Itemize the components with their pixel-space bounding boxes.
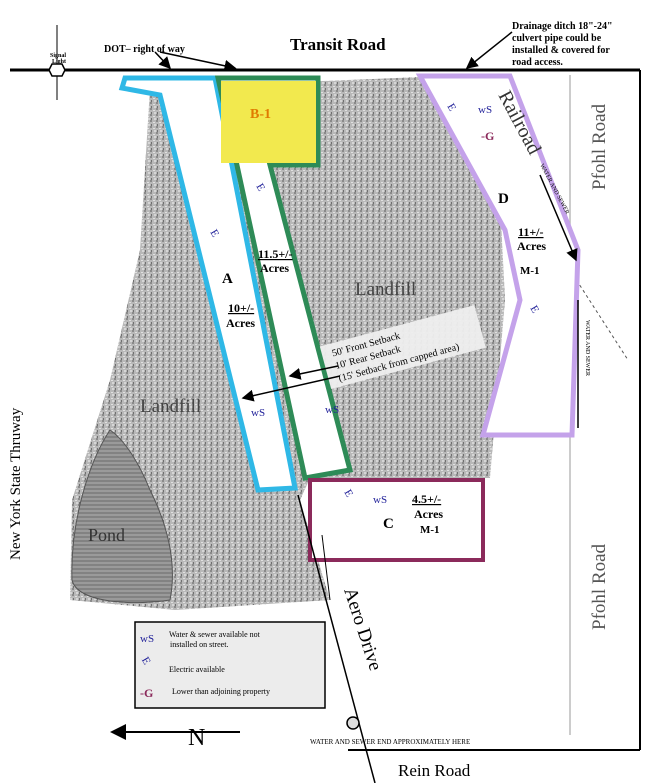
- pfohl-road-label: Pfohl Road: [589, 103, 610, 190]
- parcel-a-unit: Acres: [226, 316, 255, 330]
- legend-text: installed on street.: [170, 640, 228, 649]
- drainage-note: installed & covered for: [512, 45, 610, 56]
- water-sewer-icon: wS: [325, 404, 339, 416]
- dot-arrow: [159, 51, 237, 72]
- parcel-a[interactable]: [118, 75, 299, 493]
- water-sewer-icon: wS: [251, 407, 265, 419]
- dot-label: DOT– right of way: [104, 44, 185, 55]
- legend-lower-ground-icon: -G: [140, 686, 153, 700]
- legend: wS Water & sewer available not installed…: [134, 621, 326, 709]
- pfohl-road-label: Pfohl Road: [589, 543, 610, 630]
- parcel-c-acres: 4.5+/-: [412, 492, 441, 506]
- pond-label: Pond: [88, 525, 125, 545]
- pond: [71, 429, 173, 604]
- aero-drive-line: [297, 494, 376, 783]
- parcel-b1-zone[interactable]: [221, 81, 316, 163]
- landfill-label: Landfill: [355, 279, 416, 300]
- water-sewer-icon: wS: [478, 104, 492, 116]
- water-sewer-end-marker: [346, 716, 360, 730]
- parcel-a-acres: 10+/-: [228, 301, 254, 315]
- drainage-arrow: [465, 31, 513, 69]
- parcel-a-label: A: [222, 271, 233, 287]
- parcel-b-label: B-1: [250, 107, 271, 122]
- transit-road-label: Transit Road: [290, 35, 386, 54]
- setback-arrow: [241, 375, 341, 402]
- signal-label: Light: [52, 59, 66, 65]
- signal-label: Signal: [50, 53, 66, 59]
- legend-text: Lower than adjoining property: [172, 687, 270, 696]
- parcel-c-label: C: [383, 516, 394, 532]
- legend-text: Electric available: [169, 665, 225, 674]
- aero-drive-label: Aero Drive: [339, 585, 386, 673]
- parcel-b-unit: Acres: [260, 261, 289, 275]
- landfill-label: Landfill: [140, 396, 201, 417]
- signal-light-icon: [48, 63, 66, 77]
- water-sewer-icon: wS: [373, 494, 387, 506]
- water-sewer-label: WATER AND SEWER: [584, 320, 590, 376]
- legend-water-sewer-icon: wS: [140, 633, 154, 645]
- water-sewer-end-label: WATER AND SEWER END APPROXIMATELY HERE: [310, 738, 470, 746]
- parcel-d-acres: 11+/-: [518, 225, 544, 239]
- parcel-d-zoning: M-1: [520, 265, 540, 277]
- drainage-note: road access.: [512, 57, 563, 68]
- parcel-d-unit: Acres: [517, 239, 546, 253]
- parcel-d-label: D: [498, 191, 509, 207]
- drainage-note: Drainage ditch 18"-24": [512, 21, 613, 32]
- parcel-c-unit: Acres: [414, 507, 443, 521]
- dot-arrow: [154, 51, 172, 70]
- parcel-b-acres: 11.5+/-: [258, 247, 293, 261]
- north-label: N: [188, 725, 205, 751]
- water-sewer-arrow: [539, 174, 578, 262]
- legend-text: Water & sewer available not: [169, 630, 261, 639]
- lower-ground-icon: -G: [481, 129, 494, 143]
- parcel-c[interactable]: [308, 478, 485, 562]
- setback-arrow: [288, 365, 339, 380]
- drainage-note: culvert pipe could be: [512, 33, 602, 44]
- parcel-b[interactable]: [214, 75, 354, 481]
- parcel-c-zoning: M-1: [420, 524, 440, 536]
- parcel-d[interactable]: [415, 73, 581, 438]
- rein-road-label: Rein Road: [398, 761, 471, 780]
- aero-drive-edge: [321, 534, 331, 601]
- thruway-label: New York State Thruway: [8, 407, 24, 560]
